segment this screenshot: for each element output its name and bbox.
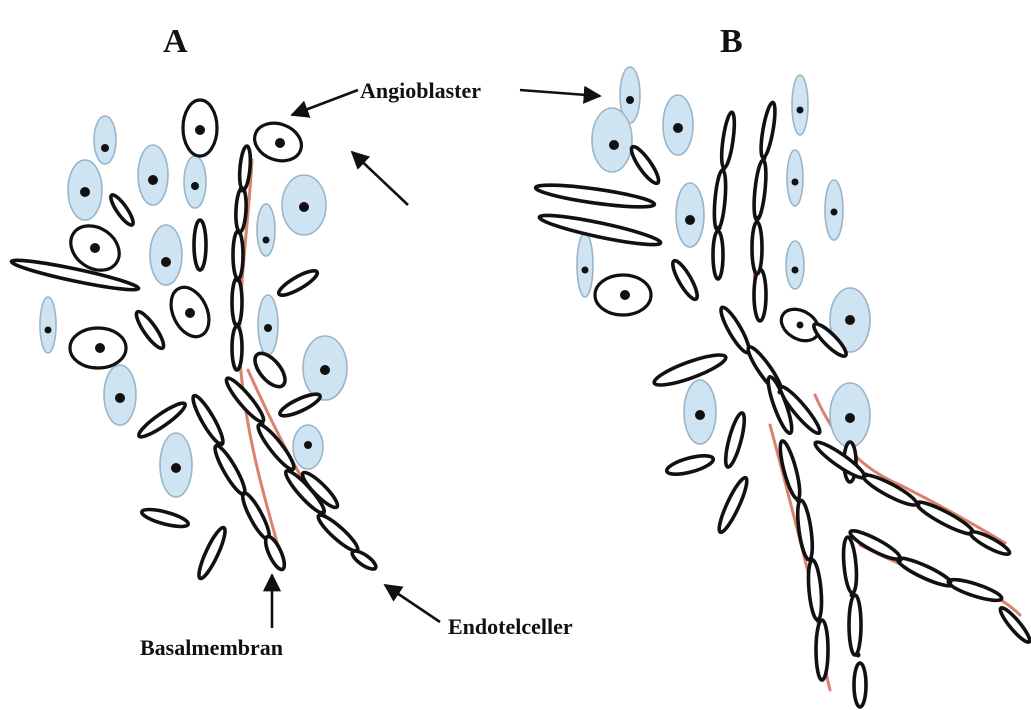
panel-a (10, 100, 408, 581)
label-endotelceller: Endotelceller (448, 614, 573, 639)
spindle-cell (722, 411, 748, 468)
endothelial-cell (235, 188, 247, 232)
endothelial-cell (854, 663, 866, 707)
spindle-cell (278, 390, 323, 419)
endothelial-cell (842, 537, 859, 594)
ringed-cell (249, 117, 306, 167)
angioblast-cell (825, 180, 843, 240)
angioblast-cell (684, 380, 716, 444)
endothelial-cell (232, 326, 242, 370)
panel-b (535, 67, 1031, 707)
endothelial-cell (712, 170, 727, 231)
migration-arrow (352, 152, 408, 205)
spindle-cell (715, 475, 751, 534)
angioblast-cell (40, 297, 56, 353)
endothelial-cell (233, 231, 243, 279)
spindle-cell (132, 309, 167, 352)
angioblaster-arrow-right (520, 90, 600, 96)
endothelial-cell (895, 554, 954, 590)
ringed-cell (70, 328, 126, 368)
label-endotelceller-group: Endotelceller (385, 585, 573, 639)
label-basalmembran-group: Basalmembran (140, 575, 283, 660)
panel-label-a: A (163, 23, 188, 60)
angioblast-cell (787, 150, 803, 206)
panel-label-b: B (720, 23, 743, 60)
angioblast-cell (303, 336, 347, 400)
endothelial-cell (262, 534, 288, 572)
spindle-cell (627, 144, 662, 187)
angioblast-cell (138, 145, 168, 205)
ringed-cell (164, 281, 217, 342)
spindle-cell (195, 525, 230, 581)
angioblast-cell (258, 295, 278, 355)
angioblast-cell (792, 75, 808, 135)
endothelial-cell (315, 511, 362, 555)
angioblast-cell (786, 241, 804, 289)
endothelial-cell (795, 499, 815, 560)
angioblast-cell (150, 225, 182, 285)
angioblast-cell (184, 156, 206, 208)
endothelial-cell (849, 595, 861, 655)
angioblast-cell (94, 116, 116, 164)
endothelial-cell (752, 222, 762, 274)
spindle-cell (276, 267, 320, 299)
spindle-cell (108, 192, 137, 227)
spindle-cell (140, 506, 189, 530)
angioblast-cell (104, 365, 136, 425)
endothelial-cell (758, 102, 778, 159)
endothelial-cell (350, 548, 379, 572)
label-angioblaster-group: Angioblaster (292, 78, 600, 115)
endothelial-cell (806, 560, 823, 621)
label-basalmembran: Basalmembran (140, 635, 283, 660)
angioblast-cell (293, 425, 323, 469)
spindle-cell (665, 452, 715, 478)
spindle-cell (652, 349, 729, 390)
endothelial-cell (211, 443, 249, 497)
endothelial-cell (719, 112, 737, 169)
angioblast-cell (160, 433, 192, 497)
spindle-cell (669, 258, 701, 302)
label-angioblaster: Angioblaster (360, 78, 481, 103)
angioblast-cell (676, 183, 704, 247)
endothelial-cell (914, 498, 976, 539)
angioblast-cell (592, 108, 632, 172)
spindle-cell (754, 269, 766, 321)
vessel-b (712, 102, 1031, 707)
spindle-cell (538, 210, 662, 249)
angioblaster-arrow-left (292, 90, 358, 115)
endothelial-cell (816, 620, 828, 680)
endotelceller-arrow (385, 585, 440, 622)
endothelial-cell (713, 231, 723, 279)
endothelial-cell (189, 393, 227, 447)
spindle-cell (194, 220, 206, 270)
spindle-cell (10, 256, 140, 295)
angioblast-cell (68, 160, 102, 220)
endothelial-cell (947, 576, 1004, 605)
endothelial-cell (752, 160, 768, 221)
endothelial-cell (232, 278, 242, 326)
ringed-cell (595, 275, 651, 315)
angioblast-cell (830, 383, 870, 447)
angioblast-cell (577, 233, 593, 297)
angioblast-cell (282, 175, 326, 235)
angioblast-cell (257, 204, 275, 256)
ringed-cell (183, 100, 217, 156)
angioblast-cell (663, 95, 693, 155)
spindle-cell (535, 181, 656, 212)
